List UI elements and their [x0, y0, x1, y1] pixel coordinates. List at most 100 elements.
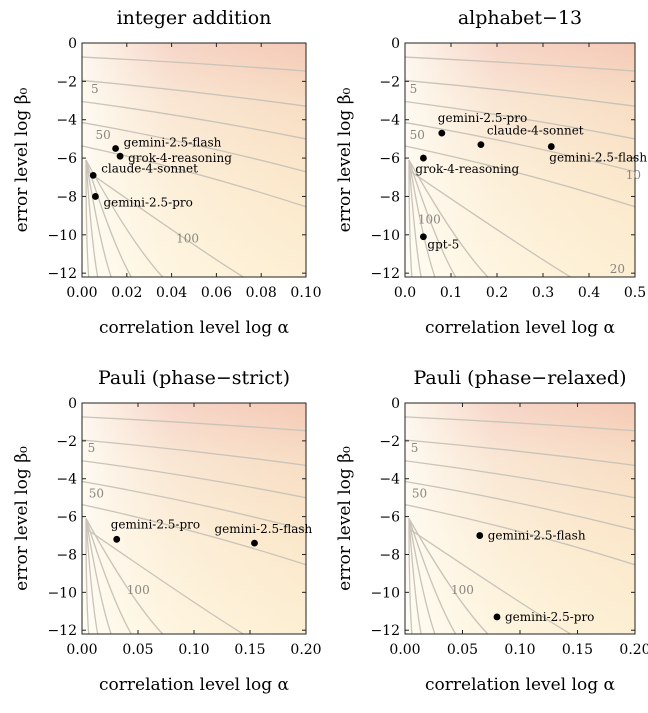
y-tick-label: −12: [370, 266, 400, 282]
y-tick-label: 0: [391, 396, 400, 412]
contour-line: [81, 416, 307, 432]
contour-value-label: 100: [451, 583, 474, 597]
x-axis-label: correlation level log α: [99, 675, 289, 695]
y-tick-label: −4: [56, 113, 77, 129]
data-point-label: gemini-2.5-flash: [124, 135, 222, 149]
data-point: [92, 193, 99, 200]
contour-value-label: 5: [411, 441, 419, 455]
contour-line: [85, 159, 90, 278]
contour-line: [408, 159, 413, 278]
data-point: [493, 613, 501, 621]
contour-line: [408, 159, 422, 278]
data-point: [477, 141, 485, 149]
data-point-label: claude-4-sonnet: [101, 161, 198, 175]
contour-value-label: 20: [610, 262, 625, 276]
x-tick-label: 0.1: [440, 285, 462, 301]
data-point: [420, 154, 427, 162]
chart-title: alphabet−13: [458, 7, 582, 29]
contour-value-label: 50: [89, 487, 104, 501]
contour-line: [404, 79, 636, 107]
y-tick-label: −2: [56, 74, 77, 90]
panel-shading: [405, 403, 635, 634]
panel-frame: [81, 42, 307, 278]
data-point-label: grok-4-reasoning: [128, 151, 232, 165]
contour-line: [404, 121, 636, 173]
x-tick-label: 0.20: [290, 642, 321, 658]
y-tick-label: −12: [47, 266, 77, 282]
x-tick-label: 0.05: [122, 642, 153, 658]
contour-line: [81, 145, 307, 208]
contour-line: [87, 529, 244, 635]
contour-line: [404, 439, 636, 467]
contour-line: [408, 518, 457, 635]
x-tick-label: 0.20: [619, 642, 648, 658]
contour-line: [81, 439, 307, 467]
panel-shading: [82, 43, 306, 277]
y-tick-label: 0: [68, 396, 77, 412]
x-tick-label: 0.15: [234, 642, 265, 658]
contour-line: [81, 460, 307, 499]
contour-line: [87, 171, 244, 278]
x-tick-label: 0.04: [156, 285, 187, 301]
data-point-label: gpt-5: [427, 238, 459, 252]
y-axis-label: error level log β₀: [12, 87, 32, 232]
y-tick-label: −8: [379, 547, 400, 563]
y-tick-label: −2: [56, 434, 77, 450]
y-tick-label: 0: [68, 36, 77, 52]
data-point: [251, 539, 258, 547]
x-tick-label: 0.06: [201, 285, 232, 301]
y-tick-label: −10: [47, 228, 77, 244]
y-tick-label: −2: [379, 434, 400, 450]
contour-line: [404, 480, 636, 531]
contour-line: [410, 529, 571, 635]
contour-line: [85, 159, 99, 278]
x-axis-label: correlation level log α: [99, 318, 289, 338]
contour-line: [408, 159, 457, 278]
chart-title: integer addition: [117, 7, 272, 29]
x-axis-label: correlation level log α: [425, 675, 615, 695]
data-point-label: gemini-2.5-flash: [488, 529, 586, 543]
data-point: [438, 129, 446, 137]
contour-value-label: 5: [410, 82, 418, 96]
data-point: [89, 171, 97, 179]
y-tick-label: −8: [56, 547, 77, 563]
y-tick-label: −6: [379, 510, 400, 526]
y-tick-label: −10: [370, 585, 400, 601]
contour-value-label: 5: [91, 82, 99, 96]
y-tick-label: −4: [56, 472, 77, 488]
contour-line: [85, 518, 99, 635]
x-tick-label: 0.02: [111, 285, 142, 301]
y-tick-label: −4: [379, 113, 400, 129]
x-tick-label: 0.08: [246, 285, 277, 301]
contour-line: [408, 518, 413, 635]
y-tick-label: 0: [391, 36, 400, 52]
data-point: [547, 143, 555, 150]
contour-line: [404, 100, 636, 140]
contour-line: [404, 145, 636, 208]
contour-value-label: 50: [410, 128, 425, 142]
data-point: [113, 535, 121, 543]
y-tick-label: −12: [47, 623, 77, 639]
contour-line: [404, 504, 636, 566]
contour-value-label: 5: [88, 441, 96, 455]
y-axis-label: error level log β₀: [335, 87, 355, 232]
contour-line: [404, 416, 636, 432]
x-tick-label: 0.10: [504, 642, 535, 658]
data-point-label: gemini-2.5-pro: [505, 610, 594, 624]
x-tick-label: 0.00: [66, 642, 97, 658]
contour-line: [404, 56, 636, 72]
data-point-label: gemini-2.5-flash: [549, 151, 647, 165]
contour-value-label: 100: [418, 212, 441, 226]
x-axis-label: correlation level log α: [425, 318, 615, 338]
x-tick-label: 0.05: [447, 642, 478, 658]
contour-line: [81, 79, 307, 107]
contour-line: [81, 100, 307, 140]
x-tick-label: 0.00: [66, 285, 97, 301]
x-tick-label: 0.4: [578, 285, 600, 301]
y-tick-label: −6: [379, 151, 400, 167]
panel-shading: [82, 403, 306, 634]
y-tick-label: −6: [56, 510, 77, 526]
